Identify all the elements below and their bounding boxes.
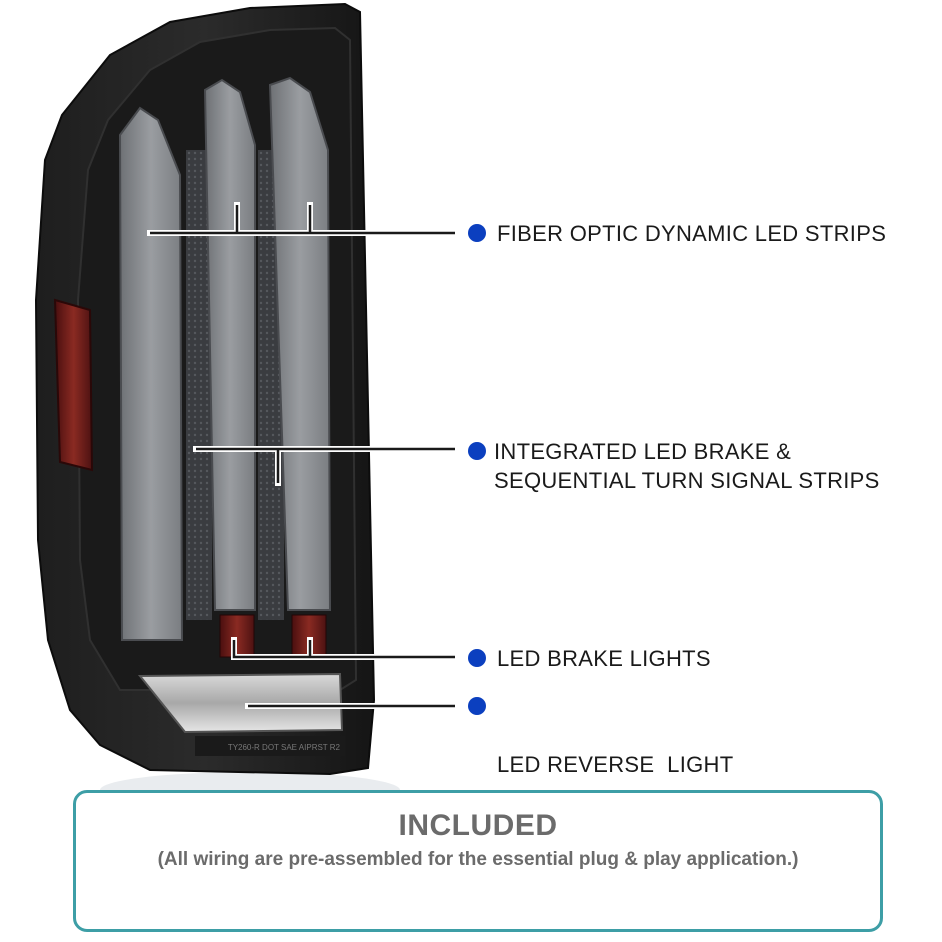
reverse-light-lens: [137, 672, 344, 734]
leader-line-brake-turn: [196, 447, 455, 483]
light-bar-1: [118, 106, 184, 641]
included-box: INCLUDED (All wiring are pre-assembled f…: [73, 790, 883, 932]
leader-line-brake-lights: [232, 640, 455, 659]
side-reflector: [53, 298, 94, 472]
callout-marker-2: [468, 442, 486, 460]
callout-label-fiber-optic: FIBER OPTIC DYNAMIC LED STRIPS: [497, 221, 887, 246]
callout-marker-4: [468, 697, 486, 715]
included-title: INCLUDED: [398, 809, 558, 842]
callout-marker-3: [468, 649, 486, 667]
lens-marking-plate: [195, 736, 345, 756]
leader-line-fiber-optic: [150, 205, 455, 235]
callout-label-brake-turn: INTEGRATED LED BRAKE & SEQUENTIAL TURN S…: [494, 439, 880, 493]
included-note: (All wiring are pre-assembled for the es…: [157, 849, 799, 870]
callout-label-brake-lights: LED BRAKE LIGHTS: [497, 646, 711, 671]
light-bar-3: [268, 76, 332, 611]
light-bar-2: [203, 78, 256, 611]
callout-label-reverse: LED REVERSE LIGHT: [497, 752, 734, 777]
lens-marking-text: TY260-R DOT SAE AIPRST R2: [228, 743, 341, 752]
callout-marker-1: [468, 224, 486, 242]
